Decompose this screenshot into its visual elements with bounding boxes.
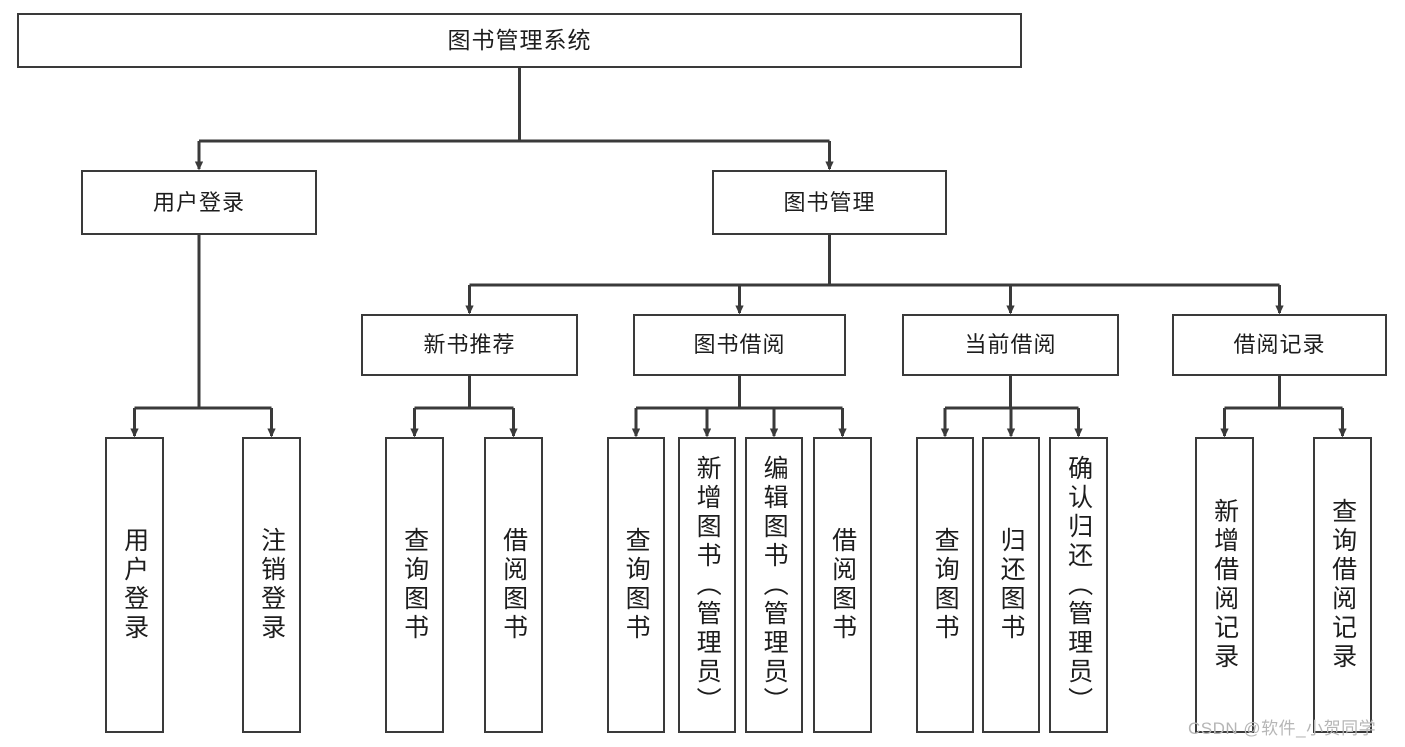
node-borrow-record[interactable]: 借阅记录 bbox=[1172, 314, 1387, 376]
node-label: 借阅图书 bbox=[828, 527, 857, 643]
node-book-manage[interactable]: 图书管理 bbox=[712, 170, 947, 235]
node-label: 图书借阅 bbox=[693, 332, 786, 358]
node-label: 查询图书 bbox=[931, 527, 960, 643]
node-leaf-query-book-3[interactable]: 查询图书 bbox=[916, 437, 974, 733]
node-label: 用户登录 bbox=[152, 189, 245, 215]
node-label: 借阅图书 bbox=[499, 527, 528, 643]
node-label: 注销登录 bbox=[257, 527, 286, 643]
node-label: 归还图书 bbox=[997, 527, 1026, 643]
watermark: CSDN @软件_小贺同学 bbox=[1188, 719, 1377, 738]
node-label: 用户登录 bbox=[120, 527, 149, 643]
node-label: 新增借阅记录 bbox=[1210, 498, 1239, 672]
node-leaf-query-record[interactable]: 查询借阅记录 bbox=[1313, 437, 1372, 733]
node-new-book-rec[interactable]: 新书推荐 bbox=[361, 314, 578, 376]
node-leaf-user-logout[interactable]: 注销登录 bbox=[242, 437, 301, 733]
node-leaf-borrow-book-1[interactable]: 借阅图书 bbox=[484, 437, 543, 733]
node-root[interactable]: 图书管理系统 bbox=[17, 13, 1022, 68]
node-leaf-edit-book[interactable]: 编辑图书（管理员） bbox=[745, 437, 803, 733]
node-leaf-add-record[interactable]: 新增借阅记录 bbox=[1195, 437, 1254, 733]
node-label: 确认归还（管理员） bbox=[1064, 454, 1093, 716]
node-label: 查询图书 bbox=[400, 527, 429, 643]
node-leaf-return-book[interactable]: 归还图书 bbox=[982, 437, 1040, 733]
node-book-borrow[interactable]: 图书借阅 bbox=[633, 314, 846, 376]
node-label: 查询图书 bbox=[622, 527, 651, 643]
node-leaf-query-book-1[interactable]: 查询图书 bbox=[385, 437, 444, 733]
node-leaf-confirm-return[interactable]: 确认归还（管理员） bbox=[1049, 437, 1108, 733]
node-current-borrow[interactable]: 当前借阅 bbox=[902, 314, 1119, 376]
node-label: 编辑图书（管理员） bbox=[760, 454, 789, 716]
node-leaf-query-book-2[interactable]: 查询图书 bbox=[607, 437, 665, 733]
node-leaf-borrow-book-2[interactable]: 借阅图书 bbox=[813, 437, 872, 733]
node-label: 借阅记录 bbox=[1233, 332, 1326, 358]
node-label: 新增图书（管理员） bbox=[693, 454, 722, 716]
node-label: 图书管理 bbox=[783, 189, 876, 215]
node-label: 查询借阅记录 bbox=[1328, 498, 1357, 672]
node-leaf-add-book[interactable]: 新增图书（管理员） bbox=[678, 437, 736, 733]
node-user-login[interactable]: 用户登录 bbox=[81, 170, 317, 235]
node-label: 新书推荐 bbox=[423, 332, 516, 358]
node-leaf-user-login[interactable]: 用户登录 bbox=[105, 437, 164, 733]
node-label: 图书管理系统 bbox=[447, 26, 592, 53]
node-label: 当前借阅 bbox=[964, 332, 1057, 358]
